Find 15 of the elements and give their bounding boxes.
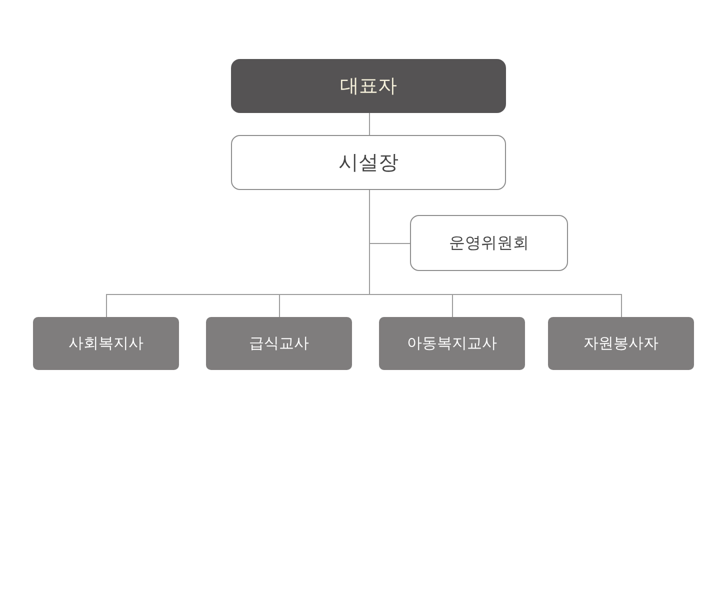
role-label: 대표자 — [340, 74, 397, 99]
role-label: 시설장 — [338, 149, 398, 176]
staff-box — [206, 317, 352, 370]
staff-box — [548, 317, 694, 370]
role-label: 아동복지교사 — [407, 334, 497, 353]
role-box — [410, 215, 568, 271]
role-label: 급식교사 — [249, 334, 309, 353]
role-box — [231, 135, 506, 190]
role-label: 운영위원회 — [449, 232, 529, 254]
staff-box — [379, 317, 525, 370]
role-box — [231, 59, 506, 113]
role-label: 자원봉사자 — [584, 334, 658, 353]
staff-box — [33, 317, 179, 370]
role-label: 사회복지사 — [68, 334, 144, 353]
connector-line — [369, 112, 370, 136]
